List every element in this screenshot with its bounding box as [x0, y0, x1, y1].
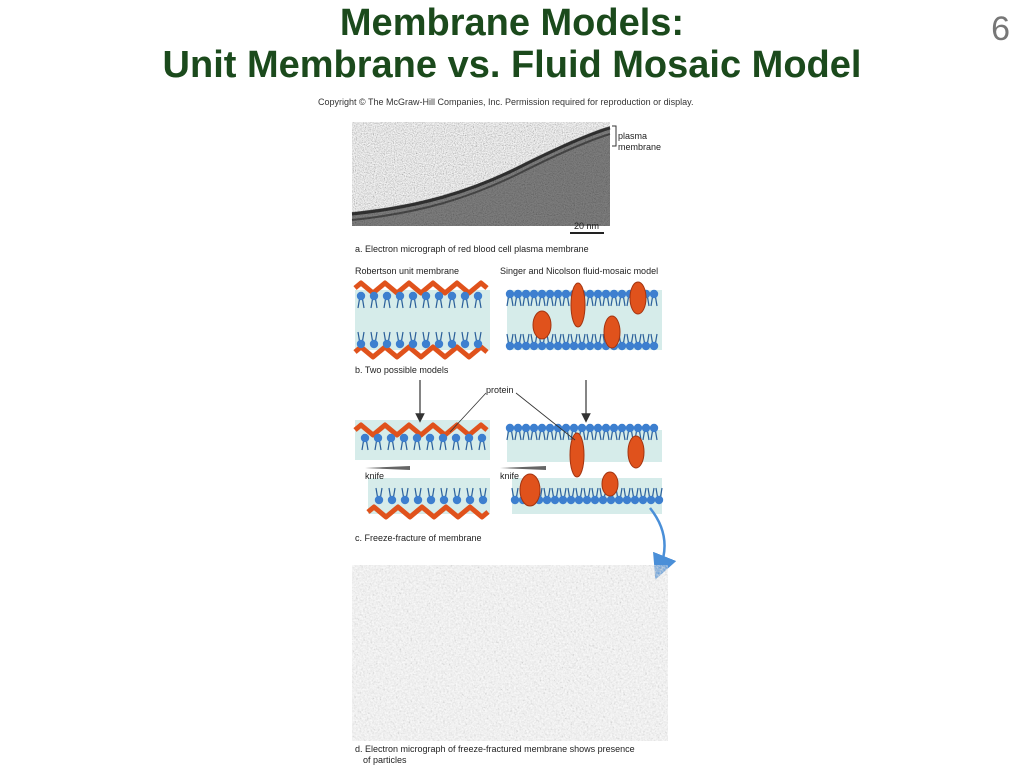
knife-label-right: knife	[500, 471, 520, 481]
plasma-label-line2: membrane	[618, 142, 662, 152]
plasma-membrane-bracket	[612, 125, 617, 147]
knife-label-left: knife	[365, 471, 385, 481]
protein-pointer-left	[449, 392, 487, 433]
caption-d-line1: d. Electron micrograph of freeze-fractur…	[355, 744, 635, 754]
curved-blue-arrow	[649, 507, 677, 580]
rbc-micrograph	[351, 122, 611, 226]
caption-b: b. Two possible models	[355, 365, 449, 375]
knife-left-icon	[365, 466, 410, 470]
model-right-title: Singer and Nicolson fluid-mosaic model	[500, 266, 659, 276]
protein-pointer-right	[515, 392, 576, 441]
copyright-notice: Copyright © The McGraw-Hill Companies, I…	[318, 97, 694, 107]
protein-label: protein	[486, 385, 514, 395]
freeze-fracture-unit	[353, 420, 490, 520]
robertson-unit-membrane	[353, 280, 490, 360]
model-left-title: Robertson unit membrane	[355, 266, 460, 276]
knife-right-icon	[500, 466, 546, 470]
freeze-fracture-micrograph	[352, 565, 668, 741]
fluid-mosaic-model	[505, 281, 662, 351]
caption-d-line2: of particles	[363, 755, 407, 765]
caption-c: c. Freeze-fracture of membrane	[355, 533, 482, 543]
plasma-label-line1: plasma	[618, 131, 648, 141]
slide-title-line2: Unit Membrane vs. Fluid Mosaic Model	[162, 44, 862, 86]
freeze-fracture-fluid	[505, 423, 664, 514]
scale-bar-label: 20 nm	[574, 221, 600, 231]
slide-number: 6	[991, 10, 1010, 48]
slide-title-line1: Membrane Models:	[339, 2, 685, 44]
caption-a: a. Electron micrograph of red blood cell…	[355, 244, 589, 254]
